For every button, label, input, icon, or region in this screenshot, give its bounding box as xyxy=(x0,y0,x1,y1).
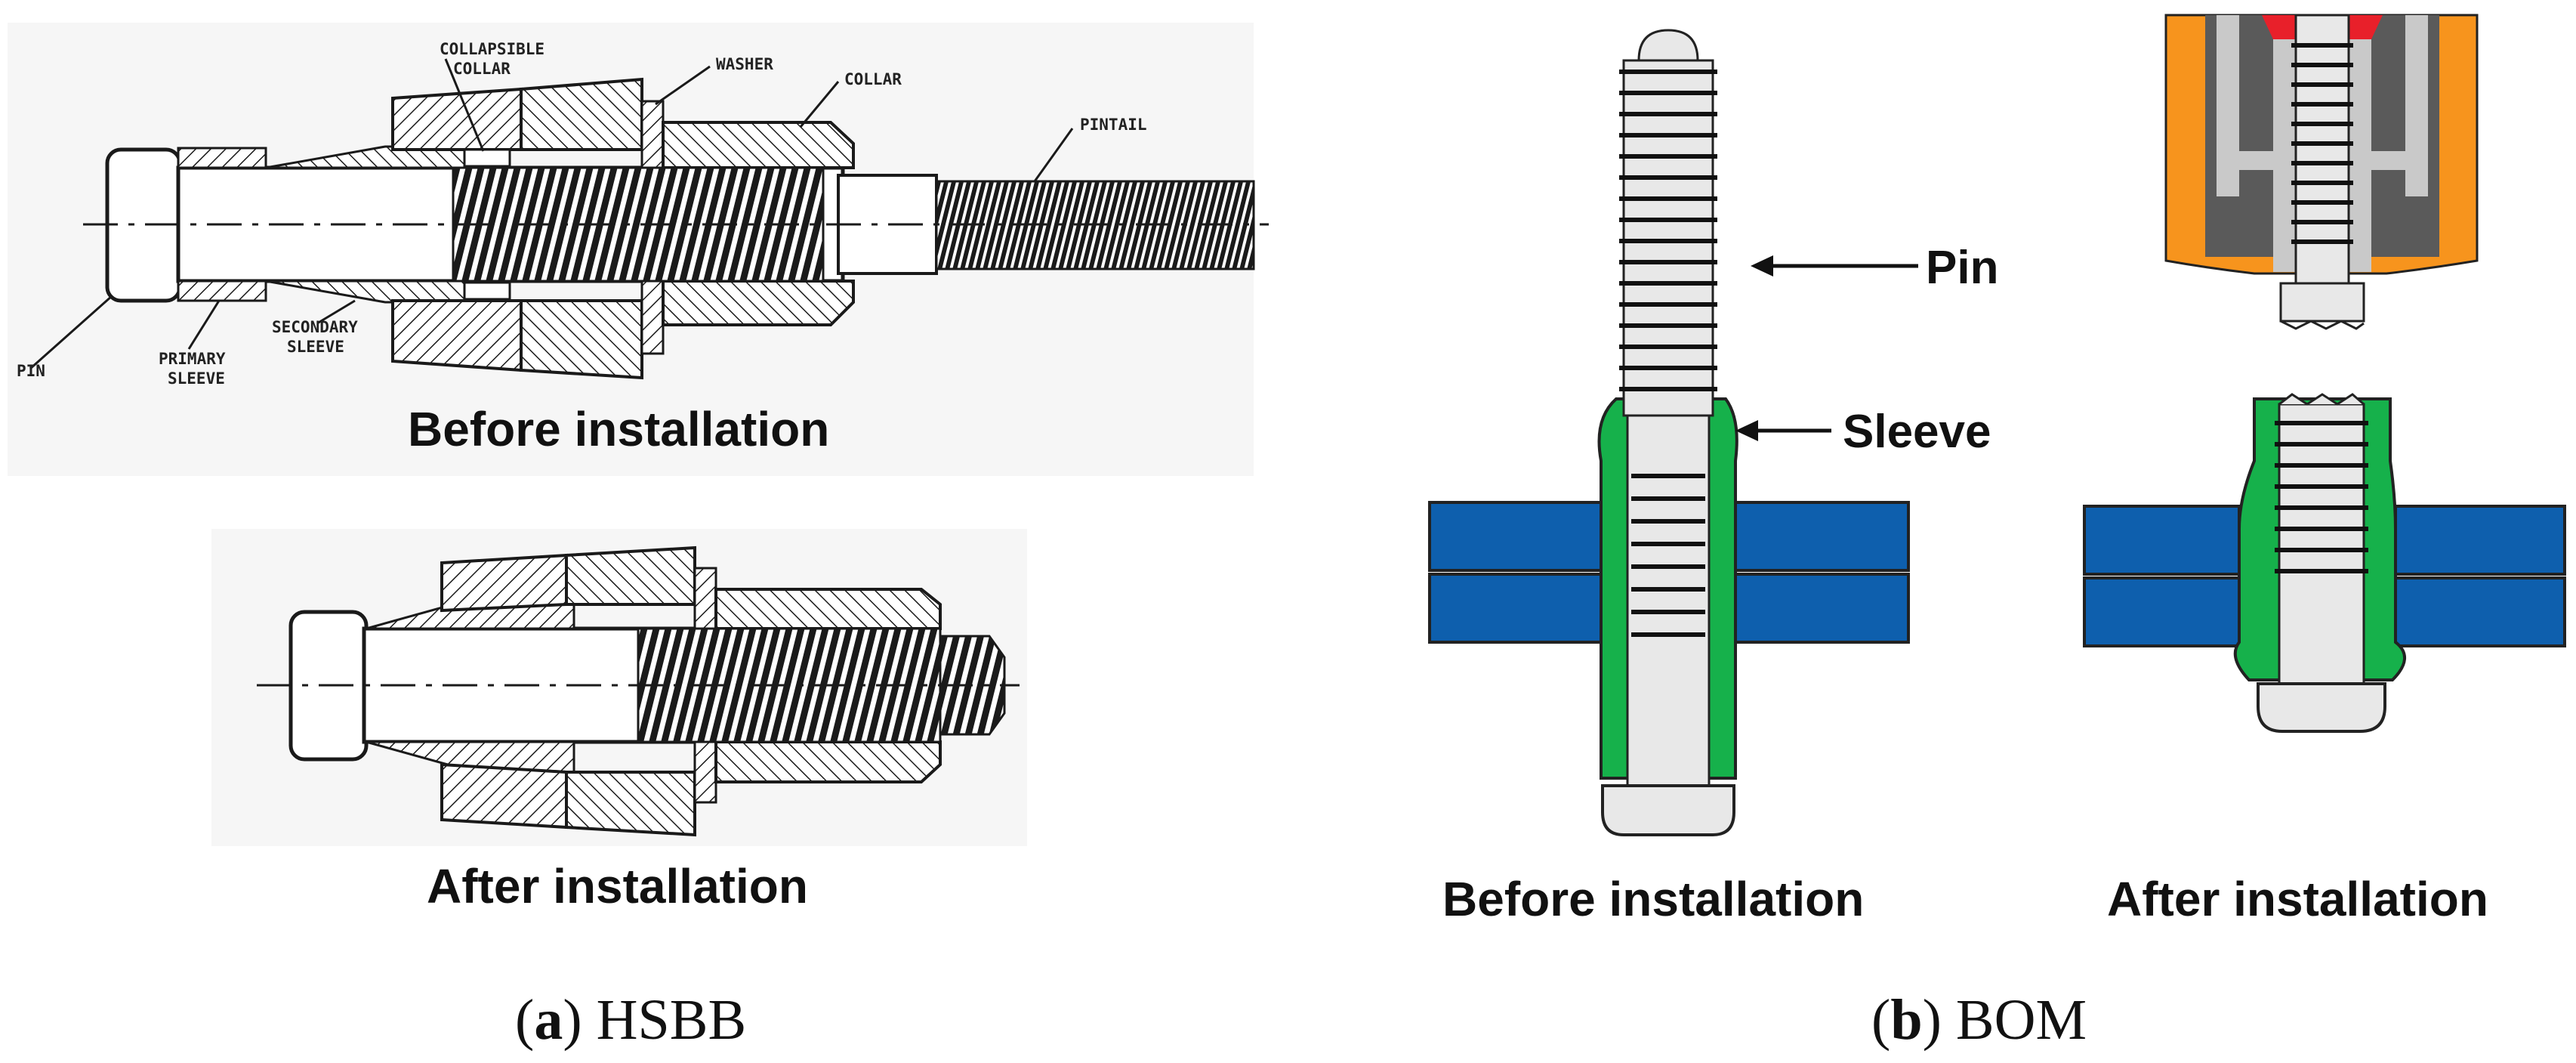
panel-b-before-drawing: Pin Sleeve xyxy=(1428,29,1998,836)
pin-head-after xyxy=(2257,682,2386,733)
leader-pintail xyxy=(1033,128,1074,182)
sleeve-arrow-head xyxy=(1735,420,1758,441)
leader-washer xyxy=(655,65,711,106)
panel-a-letter: a xyxy=(534,988,563,1052)
pin-shaft xyxy=(1622,59,1714,417)
panel-b-after-drawing xyxy=(2083,393,2566,733)
plate-lower-left xyxy=(391,299,523,372)
tool-pin-grooves xyxy=(2291,43,2353,244)
panel-a-before-drawing: COLLAPSIBLE COLLAR WASHER COLLAR PINTAIL… xyxy=(8,23,1269,476)
callout-collapsible-line1: COLLAPSIBLE xyxy=(440,40,545,58)
plate-after-ll xyxy=(440,762,568,830)
callout-pin: PIN xyxy=(17,362,45,380)
tool-red-left xyxy=(2262,15,2296,39)
pin-label: Pin xyxy=(1926,242,1998,294)
panel-b-after-caption: After installation xyxy=(2107,872,2488,926)
plate-after-tl xyxy=(2083,505,2241,576)
callout-secondary-line2: SLEEVE xyxy=(287,338,344,356)
pin-head-bom xyxy=(1601,784,1735,836)
plate-upper-right xyxy=(520,77,643,151)
plate-after-lr xyxy=(565,771,696,837)
callout-primary-line1: PRIMARY xyxy=(159,350,226,368)
primary-sleeve-bottom xyxy=(177,280,267,302)
plate-top-right xyxy=(1732,501,1910,572)
tool-red-right xyxy=(2349,15,2383,39)
leader-collapsible-collar xyxy=(444,58,485,152)
collar-bottom xyxy=(662,280,855,326)
panel-a-subcaption: (a) HSBB xyxy=(515,988,746,1052)
leader-secondary-sleeve xyxy=(316,299,356,325)
washer-after-top xyxy=(693,567,717,630)
plate-lower-right xyxy=(520,299,643,380)
callout-secondary-line1: SECONDARY xyxy=(272,318,358,336)
panel-a-after-caption: After installation xyxy=(427,859,808,913)
tool-pintail-broken xyxy=(2279,282,2365,323)
pin-grooves xyxy=(1619,70,1717,637)
plate-bottom-left xyxy=(1428,573,1605,644)
panel-a-after-drawing xyxy=(211,529,1027,846)
plate-after-ul xyxy=(440,553,568,613)
callout-collar: COLLAR xyxy=(844,70,902,88)
collapsible-collar-bottom xyxy=(463,281,511,301)
plate-top-left xyxy=(1428,501,1605,572)
leader-primary-sleeve xyxy=(187,300,221,350)
collapsible-collar-top xyxy=(463,148,511,168)
callout-primary-line2: SLEEVE xyxy=(168,369,225,388)
panel-a-subcaption-text: HSBB xyxy=(597,988,747,1052)
collar-top xyxy=(662,121,855,169)
callout-pintail: PINTAIL xyxy=(1080,116,1147,134)
pin-arrow-head xyxy=(1751,255,1773,277)
break-edge xyxy=(2280,320,2365,330)
pin-threads xyxy=(452,166,825,283)
panel-b-subcaption-text: BOM xyxy=(1956,988,2087,1052)
pin-tip xyxy=(1637,29,1699,62)
sleeve-label: Sleeve xyxy=(1843,406,1991,458)
panel-b-letter: b xyxy=(1890,988,1922,1052)
collar-after-bottom xyxy=(714,740,942,783)
panel-b-before-caption: Before installation xyxy=(1442,872,1864,926)
callout-collapsible-line2: COLLAR xyxy=(453,60,511,78)
pin-after-break xyxy=(2278,393,2365,406)
washer-top xyxy=(640,100,665,169)
plate-upper-left xyxy=(391,87,523,151)
panel-b-subcaption: (b) BOM xyxy=(1871,988,2087,1052)
tool-pin xyxy=(2294,14,2350,285)
plate-after-br xyxy=(2394,576,2566,647)
panel-a-before-caption: Before installation xyxy=(408,402,829,456)
pin-after-grooves xyxy=(2275,421,2368,573)
plate-after-bl xyxy=(2083,576,2241,647)
washer-bottom xyxy=(640,280,665,355)
installation-tool xyxy=(2164,14,2479,330)
tool-finger-left xyxy=(2217,151,2273,170)
sleeve-bore xyxy=(1626,406,1711,787)
tool-finger-right xyxy=(2371,151,2428,170)
plate-after-ur xyxy=(565,545,696,606)
collar-after-top xyxy=(714,588,942,630)
pin-after xyxy=(2278,403,2365,685)
washer-after-bottom xyxy=(693,740,717,804)
primary-sleeve-top xyxy=(177,147,267,169)
plate-bottom-right xyxy=(1732,573,1910,644)
callout-washer: WASHER xyxy=(716,55,773,73)
plate-after-tr xyxy=(2394,505,2566,576)
leader-pin xyxy=(29,295,113,370)
leader-collar xyxy=(799,81,840,128)
